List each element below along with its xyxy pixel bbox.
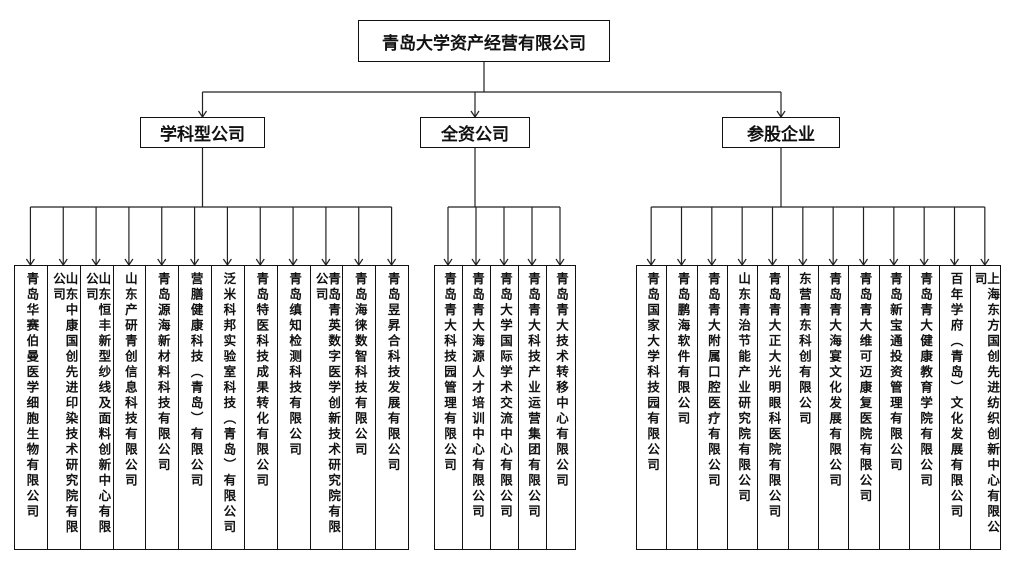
- company-box: 百年学府（青岛）文化发展有限公司: [939, 265, 972, 550]
- company-box: 青岛青大技术转移中心有限公司: [546, 265, 576, 550]
- company-name: 青岛青大健康教育学院有限公司: [918, 272, 934, 489]
- company-name: 青岛青大技术转移中心有限公司: [554, 272, 569, 489]
- company-name: 青岛国家大学科技园有限公司: [645, 272, 661, 474]
- company-name: 青岛特医科技成果转化有限公司: [254, 272, 270, 489]
- group-box-2: 参股企业: [722, 117, 840, 148]
- company-name: 青岛青大科技产业运营集团有限公司: [526, 272, 541, 520]
- company-box: 青岛青大健康教育学院有限公司: [909, 265, 941, 550]
- company-box: 泛米科邦实验室科技（青岛）有限公司: [211, 265, 246, 550]
- company-name: 青岛青大海宴文化发展有限公司: [827, 272, 843, 489]
- company-name: 山东产研青创信息科技有限公司: [122, 272, 138, 489]
- company-box: 青岛青英数字医学创新技术研究院有限公司: [309, 265, 344, 550]
- group-label: 全资公司: [441, 125, 509, 145]
- company-box: 东营青东科创有限公司: [787, 265, 820, 550]
- company-box: 青岛青大维可迈康复医院有限公司: [848, 265, 881, 550]
- group-box-0: 学科型公司: [140, 117, 265, 148]
- company-box: 青岛鹏海软件有限公司: [666, 265, 699, 550]
- company-box: 上海东方国创先进纺织创新中心有限公司: [969, 265, 1002, 550]
- company-name: 青岛海徕数智科技有限公司: [352, 272, 368, 458]
- company-name: 东营青东科创有限公司: [796, 272, 812, 427]
- company-box: 青岛海徕数智科技有限公司: [342, 265, 377, 550]
- company-name: 营膳健康科技（青岛）有限公司: [188, 272, 204, 489]
- company-name: 青岛青大科技园管理有限公司: [442, 272, 457, 474]
- company-name: 青岛缜知检测科技有限公司: [287, 272, 303, 458]
- company-box: 青岛国家大学科技园有限公司: [636, 265, 668, 550]
- company-box: 青岛青大正大光明眼科医院有限公司: [757, 265, 790, 550]
- company-box: 青岛缜知检测科技有限公司: [276, 265, 311, 550]
- company-name: 青岛青大正大光明眼科医院有限公司: [766, 272, 782, 520]
- company-box: 山东青治节能产业研究院有限公司: [727, 265, 759, 550]
- company-name: 青岛新宝通投资管理有限公司: [887, 272, 903, 474]
- company-box: 青岛大学国际学术交流中心有限公司: [490, 265, 520, 550]
- company-name: 青岛源海新材料科技有限公司: [155, 272, 171, 474]
- company-name: 青岛青大海源人才培训中心有限公司: [470, 272, 485, 520]
- company-box: 山东产研青创信息科技有限公司: [112, 265, 147, 550]
- company-box: 青岛青大科技园管理有限公司: [434, 265, 464, 550]
- company-name: 青岛青大维可迈康复医院有限公司: [857, 272, 873, 505]
- company-name: 青岛青大附属口腔医疗有限公司: [705, 272, 721, 489]
- company-box: 青岛昱昇合科技发展有限公司: [375, 265, 410, 550]
- company-box: 青岛源海新材料科技有限公司: [145, 265, 180, 550]
- company-name: 青岛鹏海软件有限公司: [675, 272, 691, 427]
- company-box: 青岛青大海宴文化发展有限公司: [818, 265, 850, 550]
- company-box: 青岛华赛伯曼医学细胞生物有限公司: [14, 265, 49, 550]
- group-box-1: 全资公司: [420, 117, 530, 148]
- company-box: 山东中康国创先进印染技术研究院有限公司: [46, 265, 82, 550]
- group-label: 学科型公司: [160, 125, 245, 145]
- group-label: 参股企业: [747, 125, 815, 145]
- company-box: 青岛新宝通投资管理有限公司: [878, 265, 911, 550]
- company-name: 青岛昱昇合科技发展有限公司: [385, 272, 401, 474]
- company-box: 青岛特医科技成果转化有限公司: [243, 265, 279, 550]
- company-name: 百年学府（青岛）文化发展有限公司: [948, 272, 964, 520]
- company-name: 山东青治节能产业研究院有限公司: [736, 272, 752, 505]
- company-box: 青岛青大海源人才培训中心有限公司: [462, 265, 492, 550]
- root-company-label: 青岛大学资产经营有限公司: [382, 33, 586, 54]
- root-company-box: 青岛大学资产经营有限公司: [358, 20, 610, 62]
- company-name: 山东恒丰新型纱线及面料创新中心有限公司: [83, 272, 112, 536]
- company-name: 青岛青英数字医学创新技术研究院有限公司: [313, 272, 342, 536]
- company-box: 青岛青大科技产业运营集团有限公司: [518, 265, 548, 550]
- company-name: 泛米科邦实验室科技（青岛）有限公司: [221, 272, 237, 536]
- company-name: 上海东方国创先进纺织创新中心有限公司: [972, 272, 1001, 536]
- company-name: 山东中康国创先进印染技术研究院有限公司: [50, 272, 79, 536]
- company-name: 青岛大学国际学术交流中心有限公司: [498, 272, 513, 520]
- company-name: 青岛华赛伯曼医学细胞生物有限公司: [24, 272, 40, 520]
- company-box: 山东恒丰新型纱线及面料创新中心有限公司: [79, 265, 114, 550]
- company-box: 营膳健康科技（青岛）有限公司: [178, 265, 213, 550]
- company-box: 青岛青大附属口腔医疗有限公司: [696, 265, 729, 550]
